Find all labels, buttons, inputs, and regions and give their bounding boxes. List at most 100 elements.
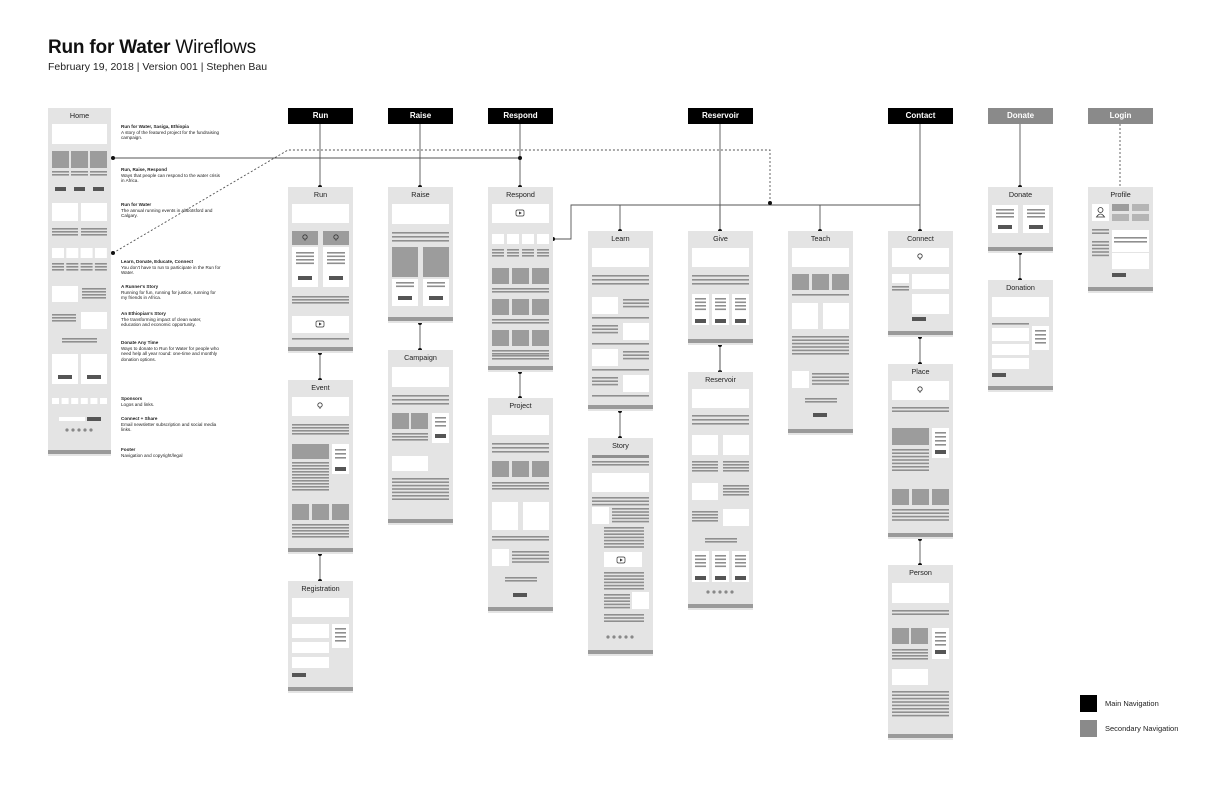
text-line: [292, 462, 329, 464]
card: [492, 268, 509, 284]
text-line: [52, 269, 64, 271]
text-line: [892, 655, 928, 657]
text-line: [392, 488, 449, 490]
text-line: [1092, 229, 1109, 231]
block: [692, 435, 718, 455]
card: [94, 248, 107, 258]
page-event: Event: [288, 380, 353, 554]
button-shape: [292, 673, 306, 677]
text-line: [537, 255, 549, 257]
page-reservoir: Reservoir: [688, 372, 753, 610]
text-line: [81, 228, 107, 230]
place-title: Place: [912, 367, 930, 376]
text-line: [52, 234, 78, 236]
nav-run[interactable]: Run: [288, 108, 353, 124]
text-line: [935, 632, 946, 634]
nav-respond[interactable]: Respond: [488, 108, 553, 124]
card: [71, 151, 88, 168]
text-line: [723, 470, 749, 472]
text-line: [692, 520, 718, 522]
text-line: [52, 320, 76, 322]
text-line: [812, 383, 849, 385]
connect-title: Connect: [907, 234, 934, 243]
page-story: Story: [588, 438, 653, 656]
text-line: [1027, 212, 1045, 215]
text-line: [935, 644, 946, 646]
card: [90, 151, 107, 168]
text-line: [623, 305, 649, 308]
block: [592, 507, 609, 524]
text-line: [692, 514, 718, 516]
block: [1112, 204, 1129, 211]
block: [623, 375, 649, 392]
text-line: [623, 354, 649, 356]
text-line: [1035, 342, 1046, 344]
card: [537, 234, 549, 244]
block: [1132, 214, 1149, 221]
text-line: [81, 231, 107, 233]
text-line: [695, 558, 706, 561]
nav-donate[interactable]: Donate: [988, 108, 1053, 124]
text-line: [892, 691, 949, 693]
text-line: [507, 255, 519, 257]
text-line: [735, 555, 746, 557]
card: [532, 268, 549, 284]
form-block: [912, 294, 949, 314]
nav-contact[interactable]: Contact: [888, 108, 953, 124]
card: [812, 274, 829, 290]
text-line: [892, 694, 949, 696]
button-shape: [935, 450, 946, 454]
map-block: [892, 381, 949, 400]
block: [81, 312, 107, 329]
text-line: [1114, 237, 1147, 239]
text-line: [327, 259, 345, 261]
card: [492, 461, 509, 477]
text-line: [392, 403, 449, 405]
nav-raise[interactable]: Raise: [388, 108, 453, 124]
text-line: [335, 636, 346, 638]
text-line: [292, 474, 329, 476]
text-line: [335, 632, 346, 634]
nav-reservoir[interactable]: Reservoir: [688, 108, 753, 124]
text-line: [592, 461, 649, 463]
nav-login[interactable]: Login: [1088, 108, 1153, 124]
text-line: [492, 488, 549, 490]
page-teach: Teach: [788, 231, 853, 435]
text-line: [392, 232, 449, 234]
social-dot: [71, 428, 75, 432]
text-line: [392, 481, 449, 483]
text-line: [715, 555, 726, 557]
text-line: [692, 283, 749, 285]
text-line: [892, 449, 929, 451]
text-line: [623, 299, 649, 301]
text-line: [335, 449, 346, 451]
video-play-icon: [315, 320, 325, 328]
card: [80, 398, 88, 404]
text-line: [71, 174, 88, 176]
card: [892, 489, 909, 505]
text-line: [292, 338, 349, 340]
text-line: [94, 269, 107, 271]
text-line: [792, 353, 849, 355]
text-line: [692, 464, 718, 466]
sidebar-card: [332, 444, 349, 474]
text-line: [612, 514, 649, 516]
connector-dot: [111, 251, 115, 255]
button-shape: [435, 434, 446, 438]
text-line: [492, 355, 549, 357]
text-line: [692, 275, 749, 277]
card: [61, 398, 69, 404]
social-dot: [618, 635, 622, 639]
text-line: [604, 617, 644, 619]
text-line: [592, 317, 649, 319]
block: [723, 435, 749, 455]
text-line: [604, 603, 630, 606]
text-line: [715, 308, 726, 311]
raise-title: Raise: [411, 190, 429, 199]
social-dot: [624, 635, 628, 639]
text-line: [996, 209, 1014, 211]
text-line: [292, 489, 329, 491]
block: [692, 483, 718, 500]
text-line: [604, 578, 644, 580]
